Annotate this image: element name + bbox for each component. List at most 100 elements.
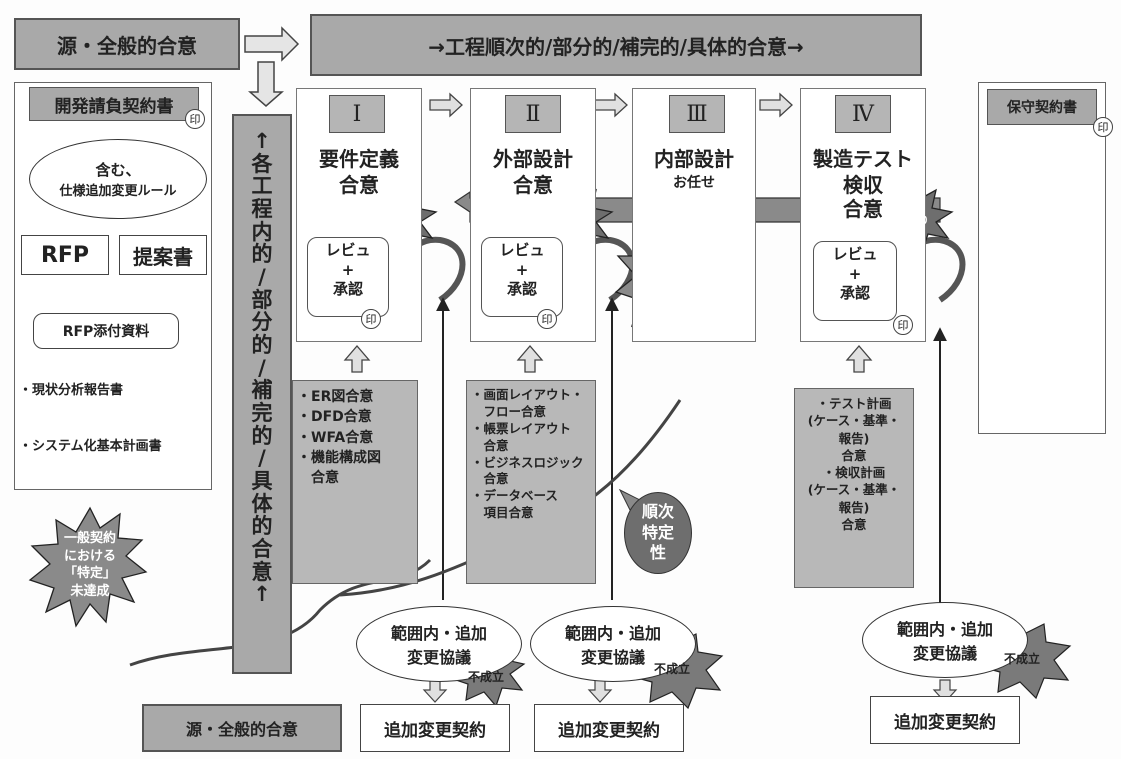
phase-4-subtitle: 検収	[843, 173, 883, 197]
seal-mark: 印	[361, 309, 381, 329]
unspecified-star-line: 「特定」	[63, 566, 116, 582]
bottom-label: 源・全般的合意	[142, 704, 342, 752]
sequential-circle-line: 性	[649, 543, 666, 563]
specified-star-line: における	[651, 258, 704, 274]
oval-line1: 含む、	[95, 161, 141, 179]
specified-star-line: 達成	[664, 293, 691, 309]
phase-4-box: Ⅳ 製造テスト 検収 合意 レビュ + 承認 印	[800, 88, 926, 342]
vertical-banner-char: 合	[251, 537, 273, 562]
review-bracket	[307, 237, 389, 317]
phase-item: ・検収計画	[822, 465, 886, 480]
negotiation-oval: 範囲内・追加 変更協議	[356, 606, 522, 682]
phase-item: ・機能構成図	[297, 449, 381, 466]
unspecified-star-text: 一般契約における「特定」未達成	[40, 530, 140, 600]
review-bracket	[481, 237, 563, 317]
doc-item-plan: ・システム化基本計画書	[19, 439, 162, 454]
phase-item: 報告)	[838, 430, 870, 446]
vertical-banner-char: ↑	[253, 582, 271, 607]
doc-item-analysis: ・現状分析報告書	[19, 383, 124, 398]
phase-4-title: 製造テスト	[813, 147, 913, 171]
phase-2-number: Ⅱ	[505, 95, 561, 133]
unspecified-star-line: における	[63, 548, 116, 564]
negotiation-line1: 範囲内・追加	[564, 624, 661, 643]
up-arrows	[343, 345, 873, 373]
phase-item: ・帳票レイアウト	[471, 420, 572, 436]
vertical-banner-char: 的	[251, 333, 273, 358]
review-label: レビュ + 承認	[481, 241, 563, 300]
left-doc-title: 開発請負契約書	[29, 87, 199, 121]
phase-4-items: ・テスト計画(ケース・基準・報告)合意・検収計画(ケース・基準・報告)合意	[794, 388, 914, 588]
top-left-label: 源・全般的合意	[14, 18, 240, 70]
review-text: レビュ	[832, 245, 878, 263]
negotiation-oval: 範囲内・追加 変更協議	[862, 602, 1028, 678]
phase-item: ・データベース	[471, 488, 558, 504]
review-plus: +	[848, 264, 862, 283]
phase-item: 報告)	[838, 499, 870, 515]
phase-3-title: 内部設計	[654, 147, 734, 171]
phase-item: ・DFD合意	[297, 409, 372, 426]
vertical-banner-char: 体	[251, 491, 273, 516]
phase-item: 合意	[297, 470, 339, 487]
negotiation-line2: 変更協議	[406, 648, 471, 667]
negotiation-line1: 範囲内・追加	[896, 620, 993, 639]
sequential-circle-line: 特定	[641, 522, 674, 542]
rfp-attach-box: RFP添付資料	[33, 313, 179, 349]
failed-label: 不成立	[654, 662, 691, 676]
unspecified-star-line: 未達成	[70, 583, 110, 599]
vertical-banner-char: /	[258, 355, 266, 380]
backtrack-label: 手戻り	[556, 214, 589, 227]
failed-label: 不成立	[468, 670, 505, 684]
vertical-banner-char: /	[258, 265, 266, 290]
review-plus: +	[341, 260, 355, 279]
phase-1-items: ・ER図合意・DFD合意・WFA合意・機能構成図 合意	[292, 380, 418, 584]
backtrack-label: 手戻り	[380, 214, 413, 227]
review-text: レビュ	[499, 241, 545, 259]
hollow-arrow-right-top	[244, 26, 300, 62]
maintenance-contract-title: 保守契約書	[987, 89, 1097, 125]
additional-change-contract: 追加変更契約	[360, 704, 510, 752]
phase-item: ・テスト計画	[816, 396, 892, 411]
vertical-banner-char: ↑	[253, 129, 271, 153]
top-banner: →工程順次的/部分的/補完的/具体的合意→	[310, 14, 922, 76]
phase-item: ・画面レイアウト・	[471, 387, 584, 402]
vertical-banner: ↑各工程内的/部分的/補完的/具体的合意↑	[232, 114, 292, 674]
specified-star-text: 一般契約における「特定」達成	[630, 240, 726, 310]
seal-mark: 印	[185, 109, 205, 129]
approve-text: 承認	[839, 284, 870, 302]
specified-star-line: 「特定」	[651, 276, 704, 292]
proposal-box: 提案書	[119, 235, 207, 275]
negotiation-line1: 範囲内・追加	[390, 624, 487, 643]
rfp-box: RFP	[21, 235, 109, 275]
specified-star-line: 一般契約	[651, 241, 704, 256]
phase-arrows	[429, 92, 793, 118]
backtrack-label: 手戻り	[896, 214, 929, 227]
vertical-banner-char: 的	[251, 514, 273, 539]
phase-1-title: 要件定義	[319, 147, 399, 171]
vertical-banner-char: 的	[251, 242, 273, 267]
phase-item: (ケース・基準・	[807, 413, 901, 429]
phase-item: ・ER図合意	[297, 389, 374, 405]
additional-change-contract: 追加変更契約	[870, 696, 1020, 744]
phase-3-box: Ⅲ 内部設計 お任せ	[632, 88, 756, 342]
vertical-banner-char: 完	[251, 401, 273, 426]
phase-1-box: Ⅰ 要件定義 合意 レビュ + 承認 印	[296, 88, 422, 342]
hollow-arrow-down-top	[248, 61, 284, 107]
phase-1-subtitle: 合意	[339, 173, 379, 197]
oval-line2: 仕様追加変更ルール	[59, 184, 177, 199]
review-bracket	[813, 241, 897, 321]
phase-3-number: Ⅲ	[669, 95, 725, 133]
failed-label: 不成立	[1004, 652, 1041, 666]
sequential-circle-line: 順次	[641, 501, 674, 521]
review-label: レビュ + 承認	[813, 245, 897, 304]
negotiation-line2: 変更協議	[580, 648, 645, 667]
seal-mark: 印	[537, 309, 557, 329]
left-contract-doc: 開発請負契約書 印 含む、 仕様追加変更ルール RFP 提案書 RFP添付資料 …	[14, 82, 212, 490]
phase-2-title: 外部設計	[493, 147, 573, 171]
review-label: レビュ + 承認	[307, 241, 389, 300]
vertical-banner-char: 工	[251, 174, 273, 199]
unspecified-star-line: 一般契約	[63, 531, 116, 546]
approve-text: 承認	[506, 280, 537, 298]
phase-item: フロー合意	[471, 403, 547, 419]
vertical-banner-char: 分	[251, 310, 273, 335]
seal-mark: 印	[1093, 117, 1113, 137]
